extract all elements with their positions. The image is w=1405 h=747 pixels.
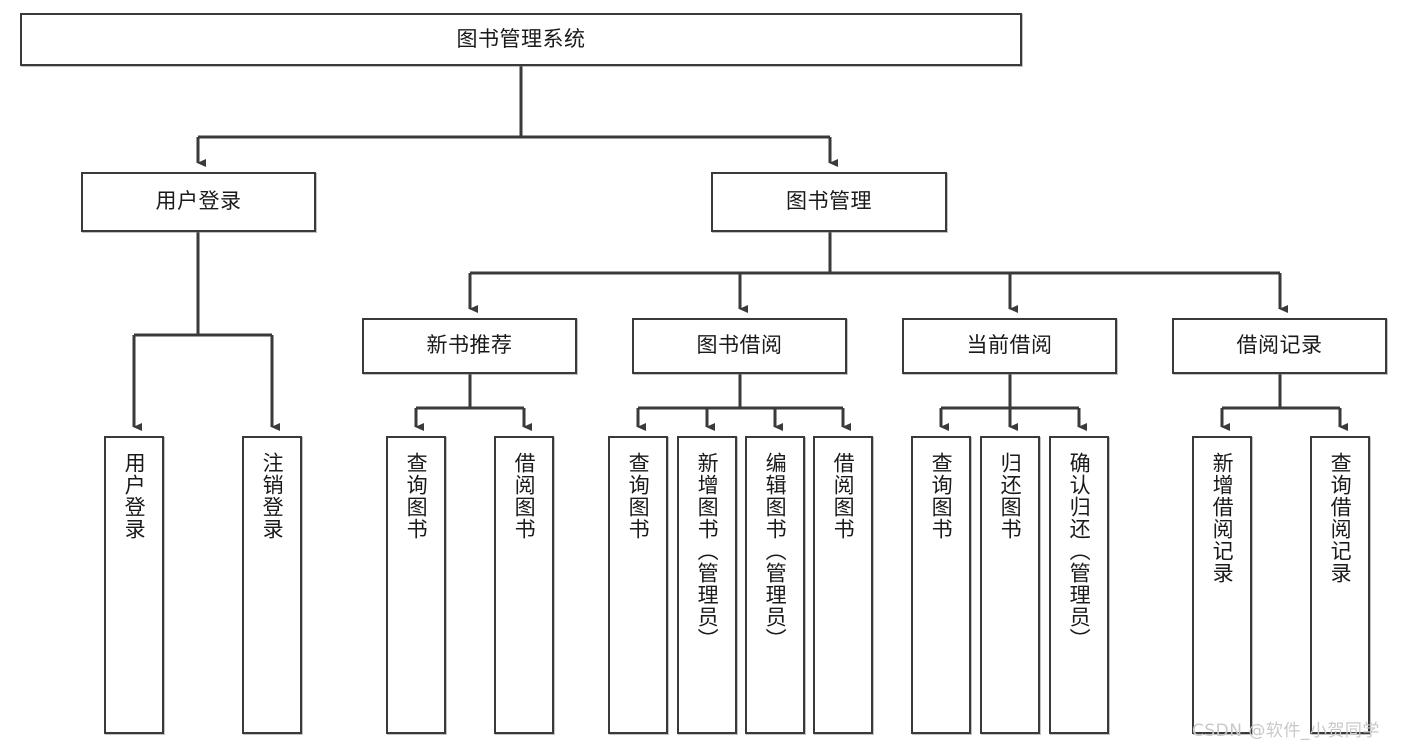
node-leaf-book-borrow-edit[interactable]: 编辑图书（管理员）: [745, 436, 805, 734]
node-label: 借阅图书: [831, 452, 856, 540]
node-leaf-book-borrow-add[interactable]: 新增图书（管理员）: [677, 436, 737, 734]
node-borrow-record[interactable]: 借阅记录: [1172, 318, 1387, 374]
node-leaf-current-borrow-confirm-return[interactable]: 确认归还（管理员）: [1049, 436, 1109, 734]
node-label: 确认归还（管理员）: [1067, 452, 1092, 650]
node-book-management[interactable]: 图书管理: [711, 172, 947, 232]
node-label: 查询图书: [404, 452, 429, 540]
node-user-login[interactable]: 用户登录: [81, 172, 316, 232]
node-leaf-current-borrow-query[interactable]: 查询图书: [911, 436, 971, 734]
node-label: 当前借阅: [966, 333, 1053, 358]
node-leaf-book-borrow-borrow[interactable]: 借阅图书: [813, 436, 873, 734]
node-label: 归还图书: [998, 452, 1023, 540]
node-label: 图书管理系统: [456, 26, 586, 51]
node-leaf-user-login-logout[interactable]: 注销登录: [242, 436, 302, 734]
node-label: 新增借阅记录: [1210, 452, 1235, 584]
node-label: 借阅图书: [512, 452, 537, 540]
node-leaf-user-login-login[interactable]: 用户登录: [104, 436, 164, 734]
node-current-borrow[interactable]: 当前借阅: [902, 318, 1117, 374]
node-label: 用户登录: [155, 189, 242, 214]
node-label: 注销登录: [260, 452, 285, 540]
node-label: 图书借阅: [696, 333, 783, 358]
node-leaf-book-borrow-query[interactable]: 查询图书: [608, 436, 668, 734]
node-label: 用户登录: [122, 452, 147, 540]
node-leaf-borrow-record-add[interactable]: 新增借阅记录: [1192, 436, 1252, 734]
node-leaf-current-borrow-return[interactable]: 归还图书: [980, 436, 1040, 734]
node-label: 新书推荐: [426, 333, 513, 358]
node-label: 查询图书: [929, 452, 954, 540]
node-leaf-new-book-query[interactable]: 查询图书: [386, 436, 446, 734]
node-label: 查询借阅记录: [1328, 452, 1353, 584]
node-label: 借阅记录: [1236, 333, 1323, 358]
node-new-book-recommend[interactable]: 新书推荐: [362, 318, 577, 374]
node-label: 编辑图书（管理员）: [763, 452, 788, 650]
connectors: [132, 66, 1348, 431]
node-label: 新增图书（管理员）: [695, 452, 720, 650]
node-label: 图书管理: [786, 189, 872, 214]
node-book-borrow[interactable]: 图书借阅: [632, 318, 847, 374]
node-root-book-management-system[interactable]: 图书管理系统: [20, 13, 1022, 66]
node-leaf-borrow-record-query[interactable]: 查询借阅记录: [1310, 436, 1370, 734]
node-leaf-new-book-borrow[interactable]: 借阅图书: [494, 436, 554, 734]
node-label: 查询图书: [626, 452, 651, 540]
